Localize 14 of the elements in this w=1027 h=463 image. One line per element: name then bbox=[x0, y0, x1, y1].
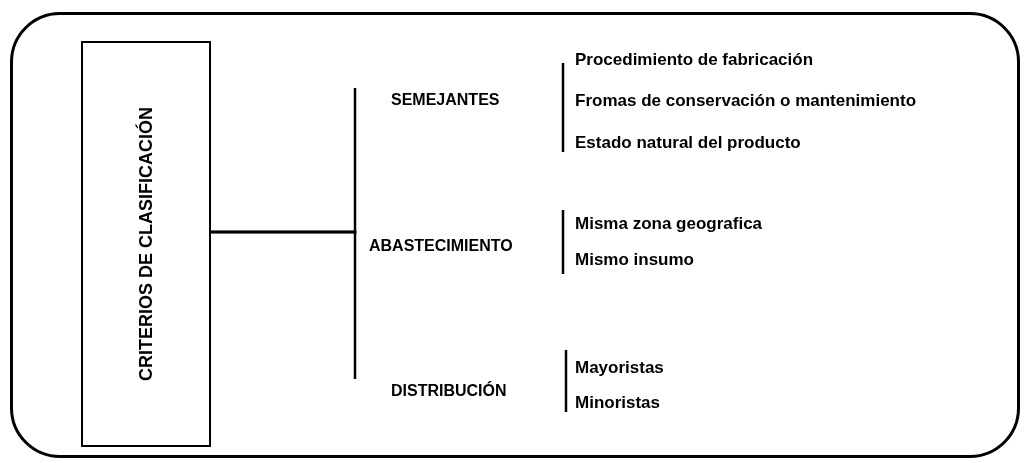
category-text: DISTRIBUCIÓN bbox=[391, 382, 507, 400]
title-text: CRITERIOS DE CLASIFICACIÓN bbox=[135, 107, 157, 381]
criterion-item: Estado natural del producto bbox=[575, 133, 801, 153]
connector-line bbox=[211, 230, 357, 379]
criterion-item: Fromas de conservación o mantenimiento bbox=[575, 91, 917, 111]
category-box bbox=[81, 41, 211, 447]
category-text: SEMEJANTES bbox=[391, 91, 500, 109]
criterion-item: Procedimiento de fabricación bbox=[575, 50, 814, 70]
criterion-item: Mayoristas bbox=[575, 358, 664, 378]
criterion-item: Mismo insumo bbox=[575, 250, 694, 270]
criterion-item: Misma zona geografica bbox=[575, 214, 763, 234]
criterion-item: Minoristas bbox=[575, 393, 661, 413]
category-text: ABASTECIMIENTO bbox=[369, 237, 513, 255]
rounded-frame bbox=[10, 12, 1020, 458]
